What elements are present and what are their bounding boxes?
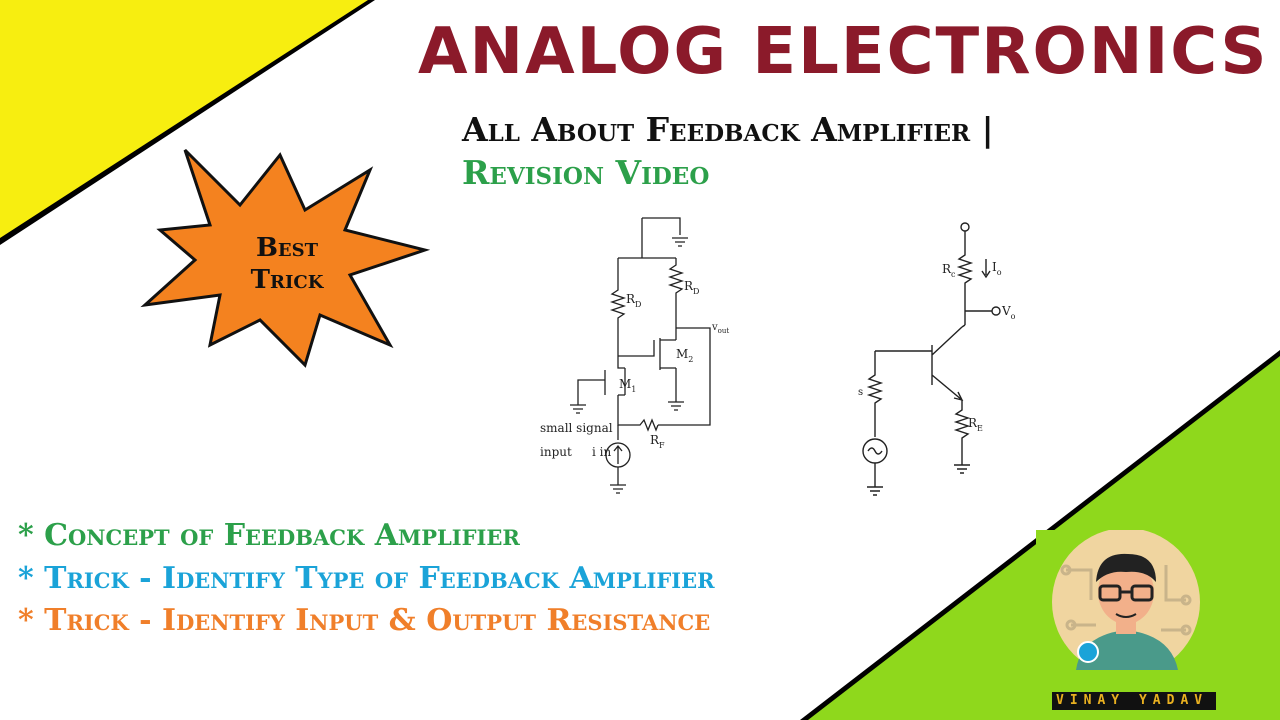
bullet-concept: * Concept of Feedback Amplifier xyxy=(18,518,520,553)
rd-right-label: RD xyxy=(684,279,699,296)
page-title: ANALOG ELECTRONICS xyxy=(418,15,1269,89)
rc-label: Rc xyxy=(942,262,956,279)
brand-label: VINAY YADAV xyxy=(1052,692,1216,710)
iin-label: i in xyxy=(592,445,611,459)
avatar-logo xyxy=(1036,530,1216,670)
video-subtitle-revision: Revision Video xyxy=(462,153,710,192)
small-signal-label: small signal xyxy=(540,421,613,435)
bjt-feedback-circuit: Rc Io Vo s RE xyxy=(858,222,1016,496)
star-badge xyxy=(140,148,430,368)
vo-label: Vo xyxy=(1001,304,1016,321)
bullet-type-trick: * Trick - Identify Type of Feedback Ampl… xyxy=(18,561,715,596)
vout-label: vout xyxy=(711,322,729,335)
rd-left-label: RD xyxy=(626,292,641,309)
io-label: Io xyxy=(992,260,1002,277)
bullet-resistance-trick: * Trick - Identify Input & Output Resist… xyxy=(18,603,711,638)
s-label: s xyxy=(858,387,863,398)
re-label: RE xyxy=(968,416,983,433)
rf-label: RF xyxy=(650,433,665,450)
badge-line1: Best xyxy=(255,233,319,263)
input-label: input xyxy=(540,445,572,459)
badge-line2: Trick xyxy=(250,265,324,295)
m2-label: M2 xyxy=(676,347,693,364)
mosfet-feedback-circuit: RD RD vout M2 M1 RF small signal input i… xyxy=(540,217,729,494)
video-subtitle: All About Feedback Amplifier | xyxy=(462,110,994,149)
badge-text: Best Trick xyxy=(212,232,362,296)
m1-label: M1 xyxy=(619,377,636,394)
